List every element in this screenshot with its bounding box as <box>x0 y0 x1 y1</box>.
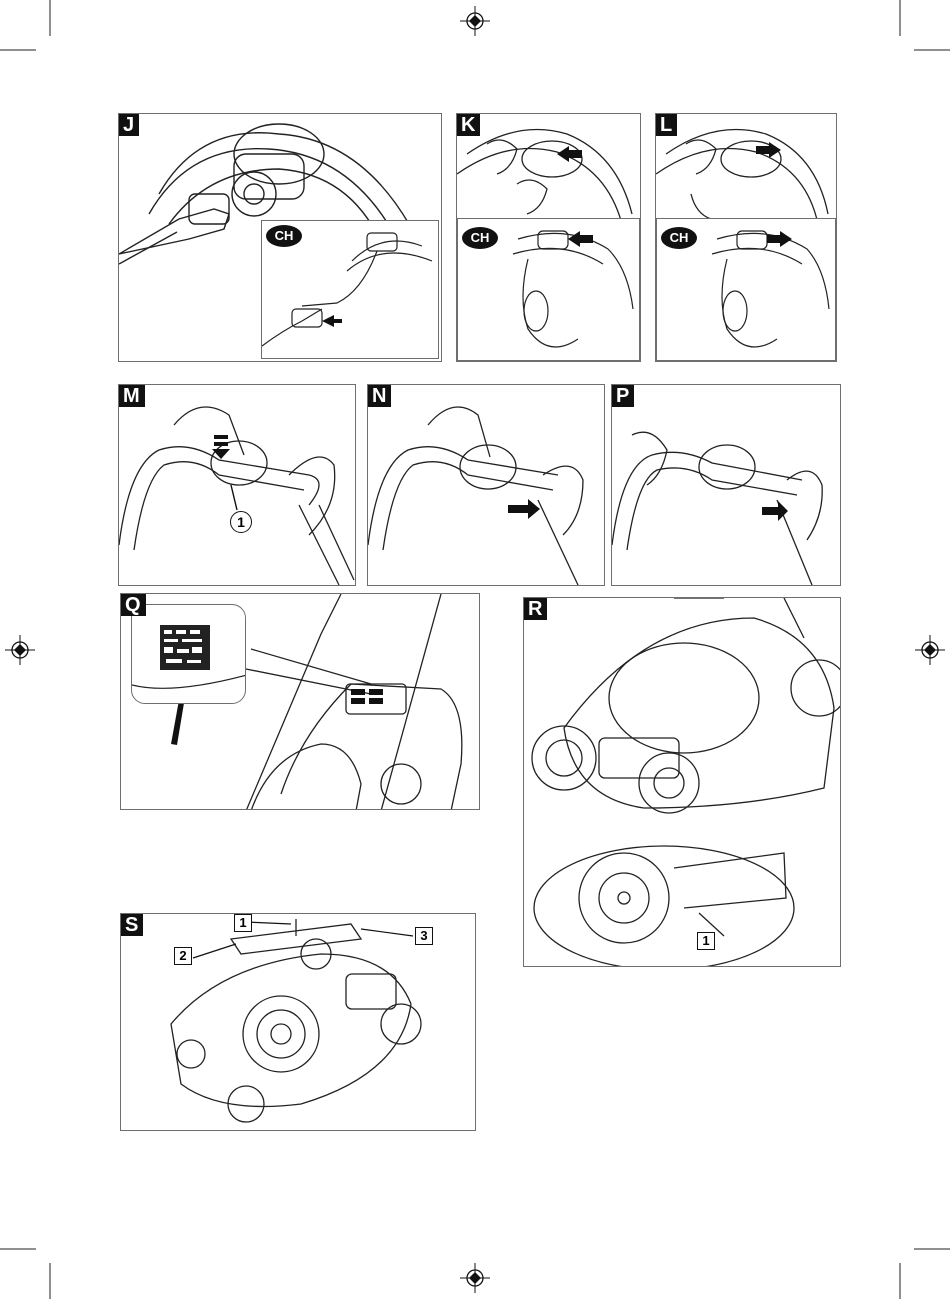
panel-label-j: J <box>119 114 139 136</box>
panel-k: K CH <box>456 113 641 362</box>
height-adjust-illustration <box>524 598 841 967</box>
panel-j: J CH <box>118 113 442 362</box>
panel-label-s: S <box>121 914 143 936</box>
panel-label-r: R <box>524 598 547 620</box>
registration-mark-left <box>5 635 35 665</box>
callout-1: 1 <box>234 914 252 932</box>
registration-mark-bottom <box>460 1263 490 1293</box>
inset-ch-j: CH <box>261 220 439 359</box>
panel-label-n: N <box>368 385 391 407</box>
panel-l: L CH <box>655 113 837 362</box>
panel-label-k: K <box>457 114 480 136</box>
panel-label-q: Q <box>121 594 146 616</box>
ch-badge: CH <box>462 227 498 249</box>
panel-n: N <box>367 384 605 586</box>
panel-q: Q <box>120 593 480 810</box>
registration-mark-right <box>915 635 945 665</box>
panel-label-m: M <box>119 385 145 407</box>
switch-press-illustration <box>119 385 356 586</box>
panel-label-p: P <box>612 385 634 407</box>
registration-mark-top <box>460 6 490 36</box>
callout-2: 2 <box>174 947 192 965</box>
inset-ch-k: CH <box>457 218 640 361</box>
panel-m: M 1 <box>118 384 356 586</box>
panel-label-l: L <box>656 114 677 136</box>
handle-hold-illustration <box>612 385 841 586</box>
callout-1: 1 <box>697 932 715 950</box>
ch-badge: CH <box>266 225 302 247</box>
lever-pull-illustration <box>368 385 605 586</box>
ch-badge: CH <box>661 227 697 249</box>
label-closeup <box>131 604 246 704</box>
panel-p: P <box>611 384 841 586</box>
panel-r: R 1 <box>523 597 841 967</box>
panel-s: S 1 2 3 <box>120 913 476 1131</box>
label-closeup-illustration <box>132 605 246 704</box>
inset-ch-l: CH <box>656 218 836 361</box>
callout-1: 1 <box>230 511 252 533</box>
callout-3: 3 <box>415 927 433 945</box>
